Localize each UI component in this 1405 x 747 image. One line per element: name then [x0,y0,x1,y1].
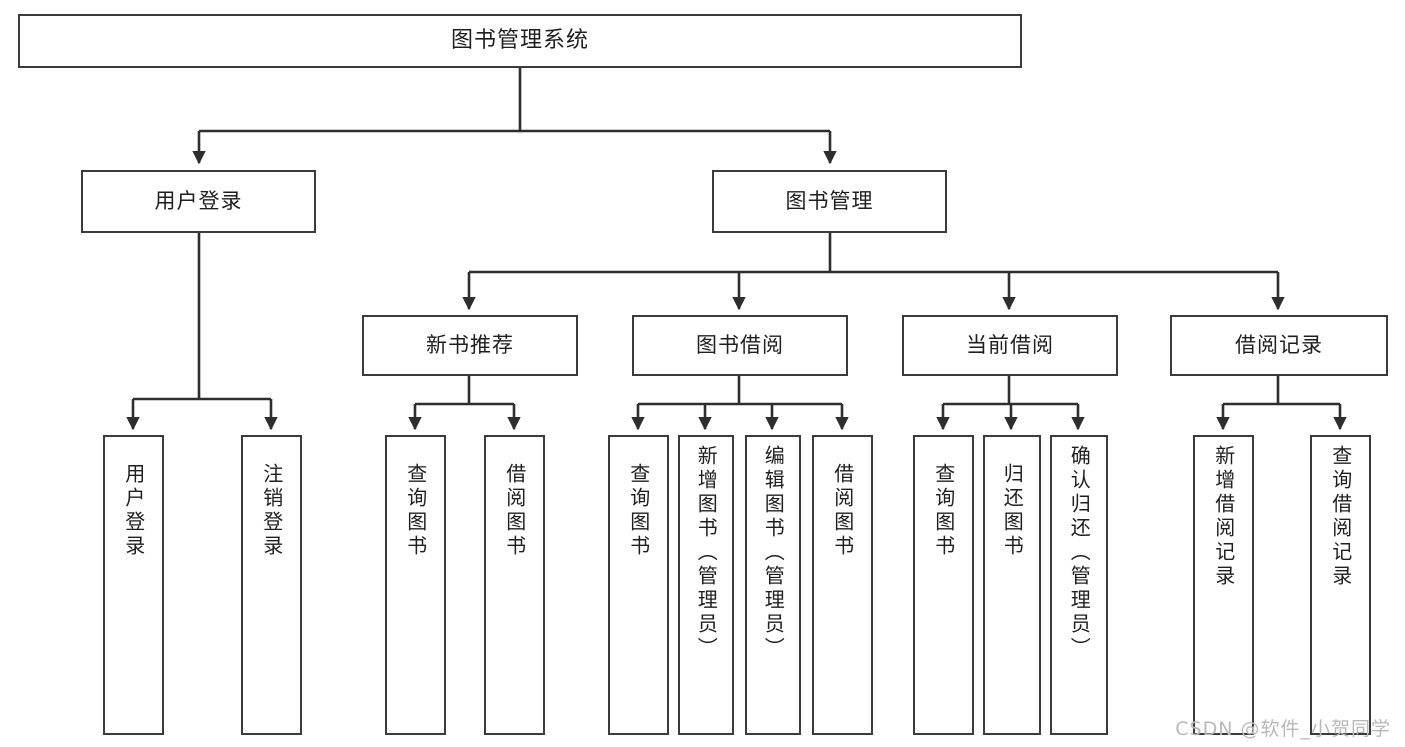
leaf-logout[interactable]: 注销登录 [241,435,302,735]
node-label: 新书推荐 [426,333,514,358]
leaf-confirm-return-admin[interactable]: 确认归还（管理员） [1050,435,1108,735]
leaf-return-books[interactable]: 归还图书 [983,435,1041,735]
node-book-management[interactable]: 图书管理 [712,170,947,233]
node-label: 新增图书（管理员） [694,445,719,661]
node-label: 图书借阅 [696,333,784,358]
node-current-borrowing[interactable]: 当前借阅 [902,315,1118,376]
node-label: 图书管理 [785,189,874,214]
node-label: 查询图书 [931,463,956,559]
node-label: 编辑图书（管理员） [761,445,786,661]
node-label: 新增借阅记录 [1211,445,1236,589]
leaf-borrow-books-new[interactable]: 借阅图书 [484,435,545,735]
node-label: 用户登录 [121,463,146,559]
node-label: 借阅记录 [1235,333,1323,358]
node-label: 当前借阅 [966,333,1054,358]
node-label: 图书管理系统 [450,28,589,54]
node-root-book-management-system[interactable]: 图书管理系统 [18,14,1022,68]
node-label: 注销登录 [259,463,284,559]
node-label: 确认归还（管理员） [1067,445,1092,661]
node-label: 归还图书 [1000,463,1025,559]
leaf-add-borrow-record[interactable]: 新增借阅记录 [1193,435,1254,735]
node-borrowing-records[interactable]: 借阅记录 [1170,315,1388,376]
leaf-add-book-admin[interactable]: 新增图书（管理员） [678,435,734,735]
leaf-query-borrow-record[interactable]: 查询借阅记录 [1310,435,1371,735]
node-label: 查询图书 [626,463,651,559]
leaf-user-login[interactable]: 用户登录 [103,435,164,735]
node-new-book-recommendation[interactable]: 新书推荐 [362,315,578,376]
node-label: 查询图书 [403,463,428,559]
node-label: 借阅图书 [502,463,527,559]
node-book-borrowing[interactable]: 图书借阅 [632,315,848,376]
leaf-edit-book-admin[interactable]: 编辑图书（管理员） [745,435,801,735]
node-user-login[interactable]: 用户登录 [81,170,316,233]
leaf-query-books-current[interactable]: 查询图书 [913,435,974,735]
leaf-query-books-new[interactable]: 查询图书 [385,435,446,735]
node-label: 用户登录 [154,189,243,214]
leaf-query-books-borrow[interactable]: 查询图书 [608,435,669,735]
node-label: 借阅图书 [830,463,855,559]
csdn-watermark: CSDN @软件_小贺同学 [1175,718,1391,740]
node-label: 查询借阅记录 [1328,445,1353,589]
leaf-borrow-books[interactable]: 借阅图书 [812,435,873,735]
